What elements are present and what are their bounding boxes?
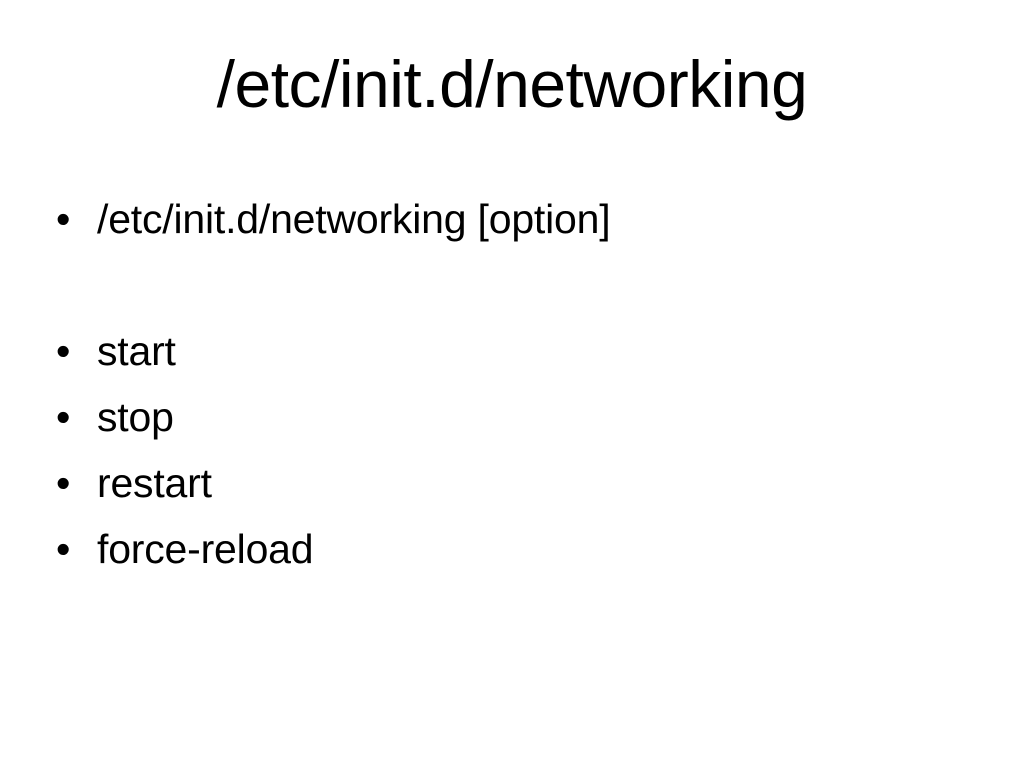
bullet-icon: • [56, 460, 71, 506]
bullet-icon: • [56, 328, 71, 374]
bullet-icon: • [56, 526, 71, 572]
bullet-icon: • [56, 394, 71, 440]
option-label-force-reload: force-reload [97, 526, 314, 572]
list-item-force-reload: • force-reload [56, 516, 976, 582]
list-item-stop: • stop [56, 384, 976, 450]
slide-body-list: • /etc/init.d/networking [option] • star… [56, 186, 976, 582]
option-label-restart: restart [97, 460, 212, 506]
list-spacer [56, 252, 976, 318]
option-label-start: start [97, 328, 176, 374]
page-title: /etc/init.d/networking [216, 47, 808, 121]
list-item-restart: • restart [56, 450, 976, 516]
option-label-stop: stop [97, 394, 174, 440]
list-item-usage: • /etc/init.d/networking [option] [56, 186, 976, 252]
usage-syntax-text: /etc/init.d/networking [option] [97, 196, 611, 242]
list-item-start: • start [56, 318, 976, 384]
bullet-icon: • [56, 196, 71, 242]
